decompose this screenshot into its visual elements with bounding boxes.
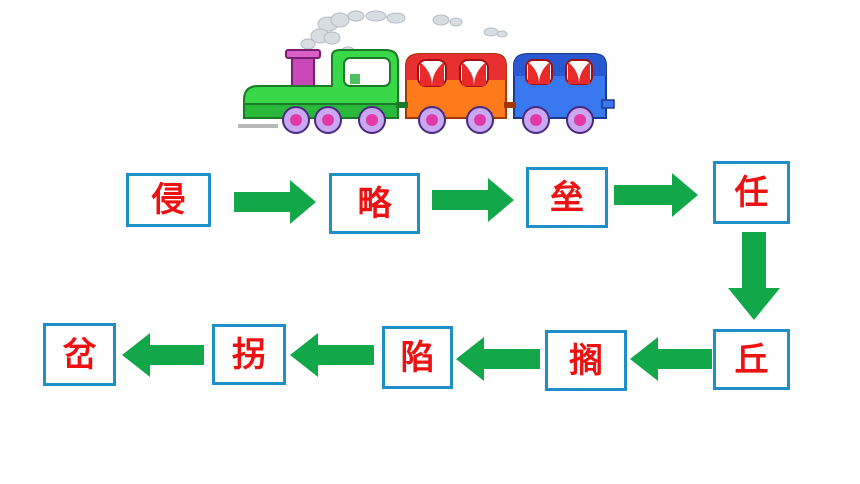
char-box-1: 侵 [126, 173, 211, 227]
char-box-8: 拐 [212, 324, 286, 385]
arrow-left-icon [630, 337, 712, 381]
arrow-down-icon [728, 232, 780, 320]
arrow-right-icon [234, 180, 316, 224]
char-box-4: 任 [713, 161, 790, 224]
char-box-3: 垒 [526, 167, 608, 228]
char-box-6: 搁 [545, 330, 627, 391]
arrow-right-icon [614, 173, 698, 217]
char-box-7: 陷 [382, 326, 453, 389]
char-box-5: 丘 [713, 329, 790, 390]
char-box-9: 岔 [43, 323, 116, 386]
arrow-left-icon [122, 333, 204, 377]
cartoon-train-icon [238, 10, 615, 134]
char-box-2: 略 [329, 173, 420, 234]
arrow-left-icon [456, 337, 540, 381]
arrow-right-icon [432, 178, 514, 222]
arrow-left-icon [290, 333, 374, 377]
